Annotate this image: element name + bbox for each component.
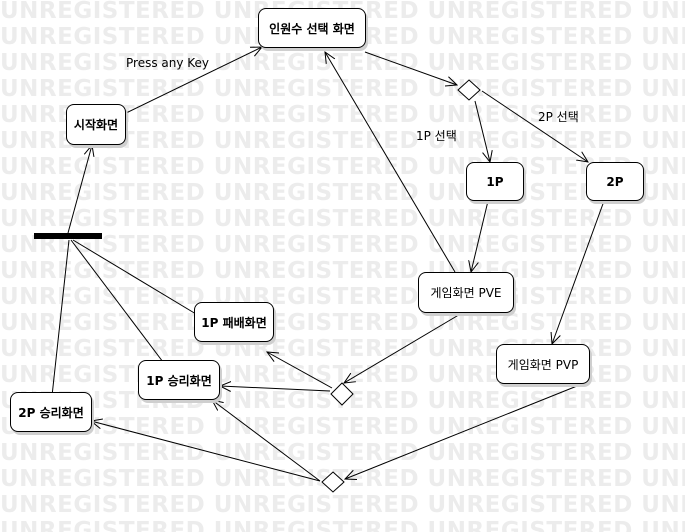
state-game-pvp[interactable]: 게임화면 PVP <box>496 344 590 384</box>
edge-start-to-player-select <box>123 47 262 115</box>
edge-decision-to-1p <box>474 100 490 162</box>
state-start-screen[interactable]: 시작화면 <box>66 104 126 145</box>
state-2p-win[interactable]: 2P 승리화면 <box>10 392 92 432</box>
state-1p-win[interactable]: 1P 승리화면 <box>138 360 220 400</box>
edge-label-1p-select: 1P 선택 <box>416 129 457 143</box>
state-1p-lose[interactable]: 1P 패배화면 <box>194 302 274 342</box>
state-player-select[interactable]: 인원수 선택 화면 <box>258 8 366 48</box>
edge-1p-to-pve <box>471 200 489 272</box>
state-game-pvp-label: 게임화면 PVP <box>507 357 579 372</box>
edge-player-select-to-decision <box>364 51 457 85</box>
state-2p[interactable]: 2P <box>586 162 644 201</box>
state-1p-label: 1P <box>486 174 504 189</box>
edge-decision-to-win-2p <box>91 421 321 482</box>
edge-2p-to-pvp <box>552 200 605 344</box>
decision-diamond-middle <box>330 382 354 406</box>
edge-lose-1p-to-bar <box>72 239 197 315</box>
edge-decision-to-win-1p-b <box>212 400 321 482</box>
edge-label-2p-select: 2P 선택 <box>538 110 579 124</box>
state-game-pve-label: 게임화면 PVE <box>430 286 502 300</box>
state-player-select-label: 인원수 선택 화면 <box>269 21 355 36</box>
edge-pve-to-player-select <box>325 52 456 273</box>
decision-diamond-bottom <box>321 471 345 493</box>
edge-win-1p-to-bar <box>70 239 164 363</box>
edge-decision-to-win-1p <box>220 386 331 391</box>
state-2p-label: 2P <box>606 174 624 189</box>
decision-diamond-top <box>457 79 481 101</box>
state-1p-win-label: 1P 승리화면 <box>146 373 212 388</box>
edge-decision-to-2p <box>481 90 588 162</box>
edge-decision-to-lose-1p <box>267 352 333 389</box>
edge-label-press-any-key: Press any Key <box>126 56 210 70</box>
state-1p[interactable]: 1P <box>466 162 524 201</box>
state-1p-lose-label: 1P 패배화면 <box>201 315 267 330</box>
state-game-pve[interactable]: 게임화면 PVE <box>418 272 514 313</box>
edge-bar-to-start <box>67 145 92 234</box>
edge-pvp-to-decision <box>345 383 583 479</box>
edge-pve-to-decision <box>344 312 463 383</box>
edge-win-2p-to-bar <box>51 239 70 397</box>
state-2p-win-label: 2P 승리화면 <box>18 405 84 420</box>
state-start-screen-label: 시작화면 <box>73 118 119 132</box>
merge-bar <box>34 233 102 239</box>
